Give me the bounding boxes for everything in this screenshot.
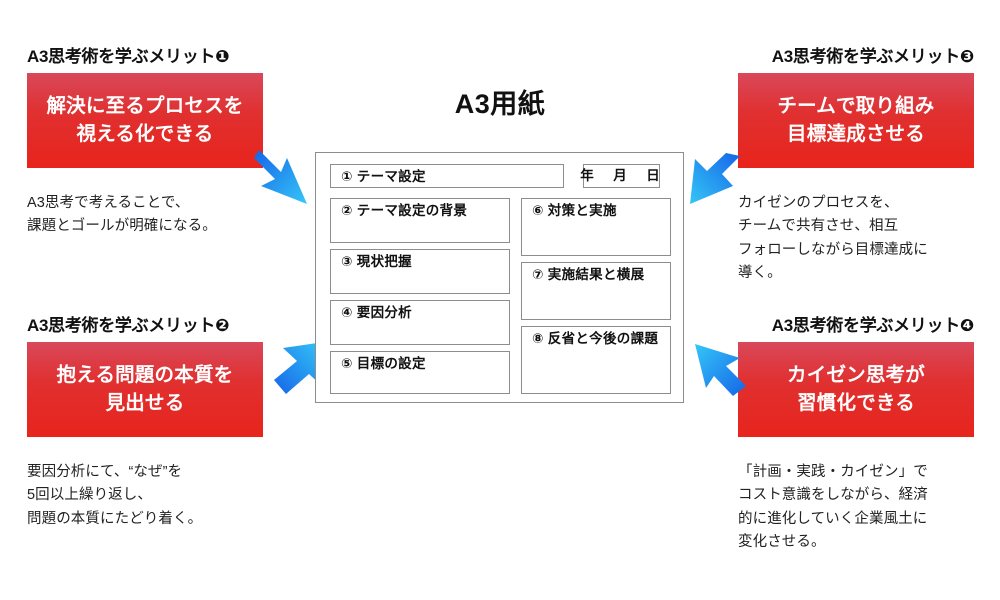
a3-cell-7[interactable]: ⑦ 実施結果と横展 xyxy=(521,262,671,320)
merit-2-desc-line-1: 要因分析にて、“なぜ”を xyxy=(27,463,183,480)
merit-4-heading: A3思考術を学ぶメリット❹ xyxy=(771,316,975,335)
merit-1-description: A3思考で考えることで、 課題とゴールが明確になる。 xyxy=(27,192,263,239)
a3-cell-8[interactable]: ⑧ 反省と今後の課題 xyxy=(521,326,671,394)
a3-cell-6[interactable]: ⑥ 対策と実施 xyxy=(521,198,671,256)
arrow-down-right-icon xyxy=(254,150,307,204)
merit-2-box-line-1: 抱える問題の本質を xyxy=(56,363,234,386)
merit-block-2: A3思考術を学ぶメリット❷ 抱える問題の本質を 見出せる 要因分析にて、“なぜ”… xyxy=(27,316,263,531)
merit-1-box-line-1: 解決に至るプロセスを xyxy=(46,94,244,117)
merit-2-desc-line-3: 問題の本質にたどり着く。 xyxy=(27,510,203,527)
merit-4-description: 「計画・実践・カイゼン」で コスト意識をしながら、経済 的に進化していく企業風土… xyxy=(738,461,974,555)
merit-2-desc-line-2: 5回以上繰り返し、 xyxy=(27,487,152,504)
merit-3-box: チームで取り組み 目標達成させる xyxy=(738,72,974,168)
merit-4-box-line-1: カイゼン思考が xyxy=(787,363,925,386)
merit-1-box: 解決に至るプロセスを 視える化できる xyxy=(27,72,263,168)
a3-sheet-title: A3用紙 xyxy=(454,89,546,119)
merit-3-heading: A3思考術を学ぶメリット❸ xyxy=(771,47,975,66)
merit-block-4: A3思考術を学ぶメリット❹ カイゼン思考が 習慣化できる 「計画・実践・カイゼン… xyxy=(738,316,975,555)
merit-4-box: カイゼン思考が 習慣化できる xyxy=(738,341,974,437)
arrow-up-left-icon xyxy=(695,344,746,396)
merit-4-desc-line-2: コスト意識をしながら、経済 xyxy=(738,487,928,504)
merit-4-desc-line-3: 的に進化していく企業風土に xyxy=(738,510,928,527)
merit-3-desc-line-2: チームで共有させ、相互 xyxy=(738,218,899,235)
merit-4-desc-line-4: 変化させる。 xyxy=(738,534,826,551)
a3-sheet-panel: ① テーマ設定 年 月 日 ② テーマ設定の背景 ③ 現状把握 ④ 要因分析 ⑤… xyxy=(315,152,684,403)
merit-3-desc-line-3: フォローしながら目標達成に xyxy=(738,241,928,258)
merit-3-desc-line-1: カイゼンのプロセスを、 xyxy=(738,194,899,211)
merit-3-description: カイゼンのプロセスを、 チームで共有させ、相互 フォローしながら目標達成に 導く… xyxy=(738,192,974,286)
a3-cell-5[interactable]: ⑤ 目標の設定 xyxy=(330,351,510,394)
merit-4-desc-line-1: 「計画・実践・カイゼン」で xyxy=(738,463,928,480)
a3-cell-date[interactable]: 年 月 日 xyxy=(580,164,660,188)
merit-3-box-line-1: チームで取り組み xyxy=(777,94,935,117)
merit-1-desc-line-2: 課題とゴールが明確になる。 xyxy=(27,218,217,235)
merit-block-3: A3思考術を学ぶメリット❸ チームで取り組み 目標達成させる カイゼンのプロセス… xyxy=(738,47,975,286)
merit-2-box: 抱える問題の本質を 見出せる xyxy=(27,341,263,437)
merit-4-box-line-2: 習慣化できる xyxy=(797,392,915,415)
merit-2-heading: A3思考術を学ぶメリット❷ xyxy=(27,316,230,335)
merit-block-1: A3思考術を学ぶメリット❶ 解決に至るプロセスを 視える化できる A3思考で考え… xyxy=(27,47,263,239)
merit-2-description: 要因分析にて、“なぜ”を 5回以上繰り返し、 問題の本質にたどり着く。 xyxy=(27,461,263,531)
merit-1-heading: A3思考術を学ぶメリット❶ xyxy=(27,47,230,66)
merit-1-box-line-2: 視える化できる xyxy=(76,123,214,146)
a3-cell-1[interactable]: ① テーマ設定 xyxy=(330,164,564,188)
merit-2-box-line-2: 見出せる xyxy=(105,392,185,415)
a3-cell-4[interactable]: ④ 要因分析 xyxy=(330,300,510,345)
arrow-up-right-icon xyxy=(274,342,324,394)
arrow-down-left-icon xyxy=(690,153,740,204)
merit-3-box-line-2: 目標達成させる xyxy=(787,123,925,146)
merit-1-desc-line-1: A3思考で考えることで、 xyxy=(27,194,190,211)
merit-3-desc-line-4: 導く。 xyxy=(738,265,782,282)
a3-cell-3[interactable]: ③ 現状把握 xyxy=(330,249,510,294)
a3-cell-2[interactable]: ② テーマ設定の背景 xyxy=(330,198,510,243)
